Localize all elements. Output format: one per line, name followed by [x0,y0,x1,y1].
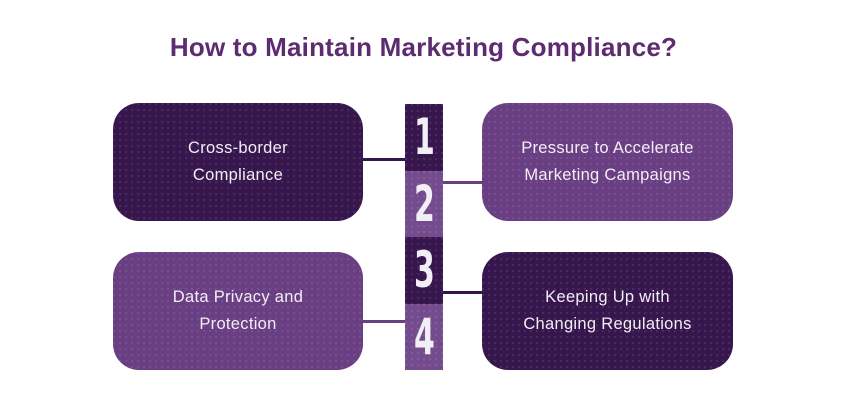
connector-line-2 [441,181,484,184]
step-box-data-privacy: Data Privacy and Protection [113,252,363,370]
step-label: Keeping Up with Changing Regulations [523,288,692,333]
number-segment-1: 1 [405,104,443,171]
step-label: Cross-border Compliance [188,139,288,184]
connector-line-1 [361,158,407,161]
step-number-2: 2 [413,174,435,233]
step-box-cross-border-compliance: Cross-border Compliance [113,103,363,221]
step-number-4: 4 [413,307,435,366]
step-box-changing-regulations: Keeping Up with Changing Regulations [482,252,733,370]
number-segment-3: 3 [405,237,443,304]
connector-line-4 [361,320,407,323]
step-number-1: 1 [413,108,435,167]
step-label: Pressure to Accelerate Marketing Campaig… [521,139,694,184]
step-number-3: 3 [413,241,435,300]
step-label: Data Privacy and Protection [172,288,304,333]
number-segment-4: 4 [405,303,443,370]
number-column: 1 2 3 4 [405,104,443,370]
number-segment-2: 2 [405,170,443,237]
connector-line-3 [441,291,484,294]
step-box-pressure-to-accelerate: Pressure to Accelerate Marketing Campaig… [482,103,733,221]
page-title: How to Maintain Marketing Compliance? [169,32,678,62]
